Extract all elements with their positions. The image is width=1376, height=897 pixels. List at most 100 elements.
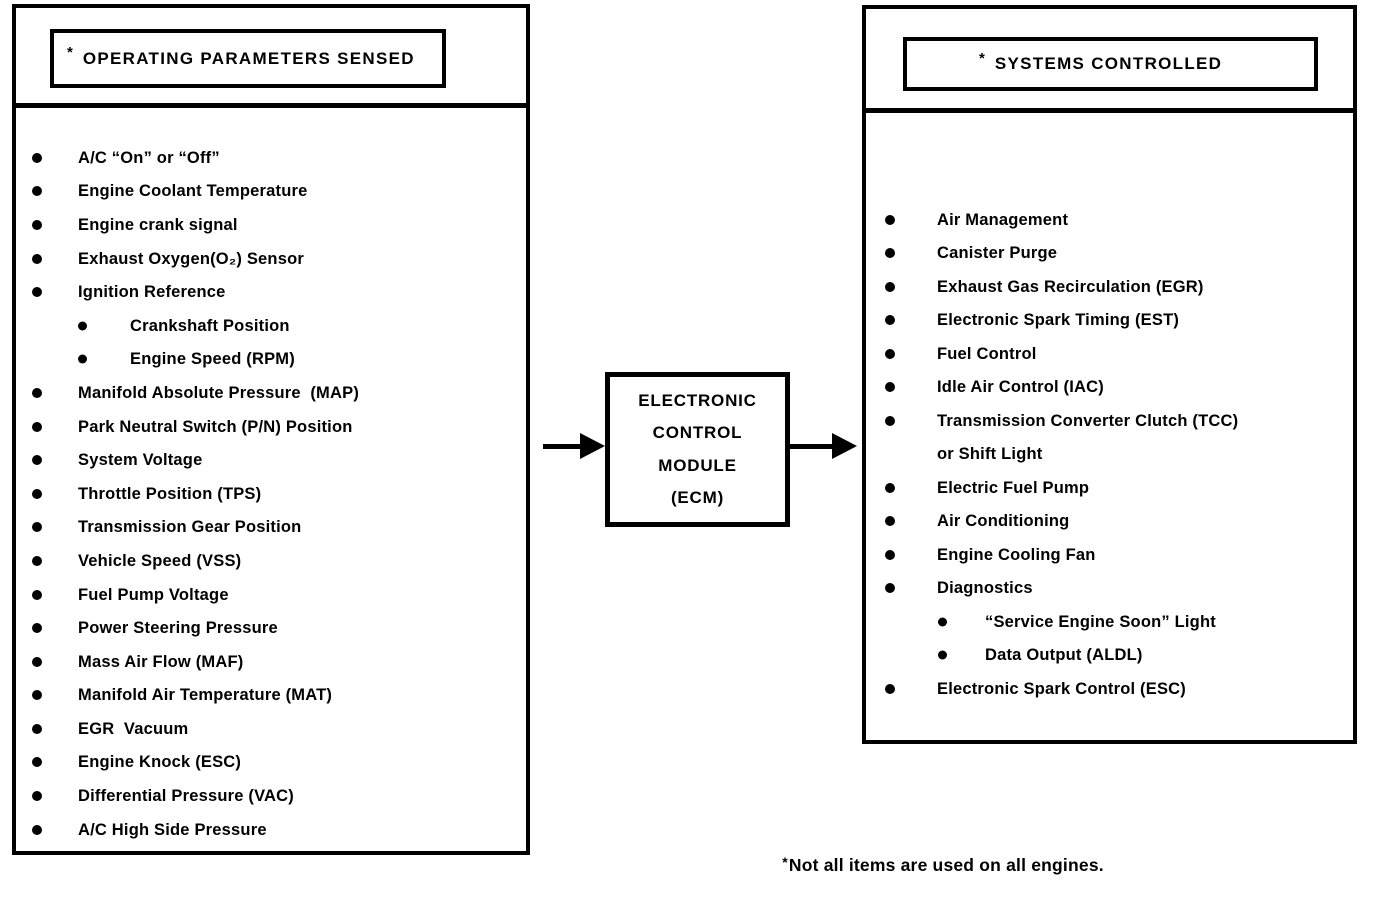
- list-item-label: Engine Cooling Fan: [937, 545, 1096, 564]
- list-item: Park Neutral Switch (P/N) Position: [16, 410, 526, 444]
- list-item: Manifold Air Temperature (MAT): [16, 679, 526, 713]
- list-item: Canister Purge: [866, 237, 1353, 271]
- list-item: Power Steering Pressure: [16, 611, 526, 645]
- list-item: Transmission Gear Position: [16, 511, 526, 545]
- ecm-diagram: * OPERATING PARAMETERS SENSED A/C “On” o…: [12, 4, 1357, 875]
- systems-controlled-title: SYSTEMS CONTROLLED: [994, 54, 1223, 73]
- list-item: Engine Knock (ESC): [16, 746, 526, 780]
- list-item: Exhaust Gas Recirculation (EGR): [866, 270, 1353, 304]
- list-item-label: Ignition Reference: [78, 282, 226, 301]
- list-item-label: Electronic Spark Control (ESC): [937, 679, 1186, 698]
- bullet-icon: [32, 723, 42, 734]
- list-item-label: Fuel Pump Voltage: [78, 585, 229, 604]
- bullet-icon: [885, 683, 895, 694]
- ecm-box: ELECTRONIC CONTROL MODULE (ECM): [605, 372, 790, 527]
- list-item-label: Transmission Gear Position: [78, 518, 302, 537]
- bullet-icon: [32, 690, 42, 701]
- list-item-label: or Shift Light: [937, 445, 1043, 463]
- list-item-label: Data Output (ALDL): [985, 646, 1143, 664]
- list-item: Engine Cooling Fan: [866, 538, 1353, 572]
- list-item: Electronic Spark Control (ESC): [866, 672, 1353, 706]
- footnote-asterisk: *: [782, 854, 788, 870]
- systems-controlled-header: * SYSTEMS CONTROLLED: [903, 37, 1318, 91]
- bullet-icon: [885, 382, 895, 393]
- bullet-icon: [78, 321, 87, 331]
- operating-parameters-list: A/C “On” or “Off”Engine Coolant Temperat…: [16, 141, 526, 846]
- list-item: Crankshaft Position: [16, 309, 526, 343]
- list-item-label: Diagnostics: [937, 579, 1033, 597]
- list-item: A/C High Side Pressure: [16, 813, 526, 847]
- list-item: Fuel Pump Voltage: [16, 578, 526, 612]
- bullet-icon: [32, 555, 42, 566]
- ecm-line: (ECM): [670, 488, 725, 507]
- list-item: Air Management: [866, 203, 1353, 237]
- bullet-icon: [885, 583, 895, 594]
- list-item: Transmission Converter Clutch (TCC): [866, 404, 1353, 438]
- asterisk-icon: *: [979, 49, 985, 67]
- list-item-label: Exhaust Oxygen(O₂) Sensor: [78, 249, 304, 268]
- list-item-label: Transmission Converter Clutch (TCC): [937, 411, 1239, 430]
- arrow-shaft: [790, 443, 832, 449]
- list-item-label: Canister Purge: [937, 244, 1058, 262]
- ecm-line: CONTROL: [652, 423, 743, 442]
- list-item: “Service Engine Soon” Light: [866, 605, 1353, 639]
- list-item-label: System Voltage: [78, 450, 203, 469]
- bullet-icon: [885, 549, 895, 560]
- bullet-icon: [32, 522, 42, 533]
- list-item: or Shift Light: [866, 438, 1353, 472]
- list-item-label: Manifold Absolute Pressure (MAP): [78, 383, 360, 402]
- list-item: Engine crank signal: [16, 208, 526, 242]
- list-item: EGR Vacuum: [16, 712, 526, 746]
- list-item-label: Air Conditioning: [937, 512, 1070, 530]
- list-item-label: Electronic Spark Timing (EST): [937, 311, 1180, 329]
- list-item: Throttle Position (TPS): [16, 477, 526, 511]
- list-item: Differential Pressure (VAC): [16, 779, 526, 813]
- list-item: Diagnostics: [866, 572, 1353, 606]
- bullet-icon: [32, 488, 42, 499]
- footnote: *Not all items are used on all engines.: [762, 834, 1104, 897]
- bullet-icon: [885, 348, 895, 359]
- list-item-label: Idle Air Control (IAC): [937, 378, 1104, 396]
- bullet-icon: [32, 791, 42, 802]
- arrow-head-icon: [832, 433, 857, 459]
- ecm-line: MODULE: [658, 455, 737, 475]
- bullet-icon: [32, 757, 42, 768]
- bullet-icon: [938, 650, 947, 660]
- operating-parameters-panel: * OPERATING PARAMETERS SENSED A/C “On” o…: [12, 4, 530, 855]
- list-item: Idle Air Control (IAC): [866, 371, 1353, 405]
- bullet-icon: [885, 248, 895, 259]
- bullet-icon: [32, 656, 42, 667]
- list-item-label: Crankshaft Position: [130, 316, 290, 335]
- bullet-icon: [32, 253, 42, 264]
- list-item: Engine Speed (RPM): [16, 343, 526, 377]
- list-item-label: Mass Air Flow (MAF): [78, 652, 244, 671]
- list-item: System Voltage: [16, 443, 526, 477]
- list-item-label: Engine Knock (ESC): [78, 753, 242, 772]
- list-item-label: Fuel Control: [937, 344, 1037, 363]
- list-item-label: EGR Vacuum: [78, 719, 189, 738]
- bullet-icon: [885, 482, 895, 493]
- list-item: Manifold Absolute Pressure (MAP): [16, 376, 526, 410]
- output-arrow: [790, 433, 857, 459]
- bullet-icon: [885, 315, 895, 326]
- bullet-icon: [32, 824, 42, 835]
- list-item-label: Engine crank signal: [78, 215, 238, 234]
- list-item-label: Engine Speed (RPM): [130, 350, 295, 369]
- list-item-label: A/C High Side Pressure: [78, 820, 267, 839]
- bullet-icon: [32, 589, 42, 600]
- bullet-icon: [32, 287, 42, 298]
- list-item-label: Park Neutral Switch (P/N) Position: [78, 417, 353, 436]
- panel-divider: [12, 103, 530, 108]
- bullet-icon: [32, 186, 42, 197]
- bullet-icon: [938, 617, 947, 627]
- list-item-label: Electric Fuel Pump: [937, 478, 1090, 497]
- bullet-icon: [78, 354, 87, 364]
- bullet-icon: [885, 214, 895, 225]
- list-item-label: A/C “On” or “Off”: [78, 148, 220, 167]
- list-item-label: Manifold Air Temperature (MAT): [78, 686, 333, 705]
- list-item: A/C “On” or “Off”: [16, 141, 526, 175]
- bullet-icon: [32, 387, 42, 398]
- operating-parameters-title: OPERATING PARAMETERS SENSED: [82, 48, 415, 68]
